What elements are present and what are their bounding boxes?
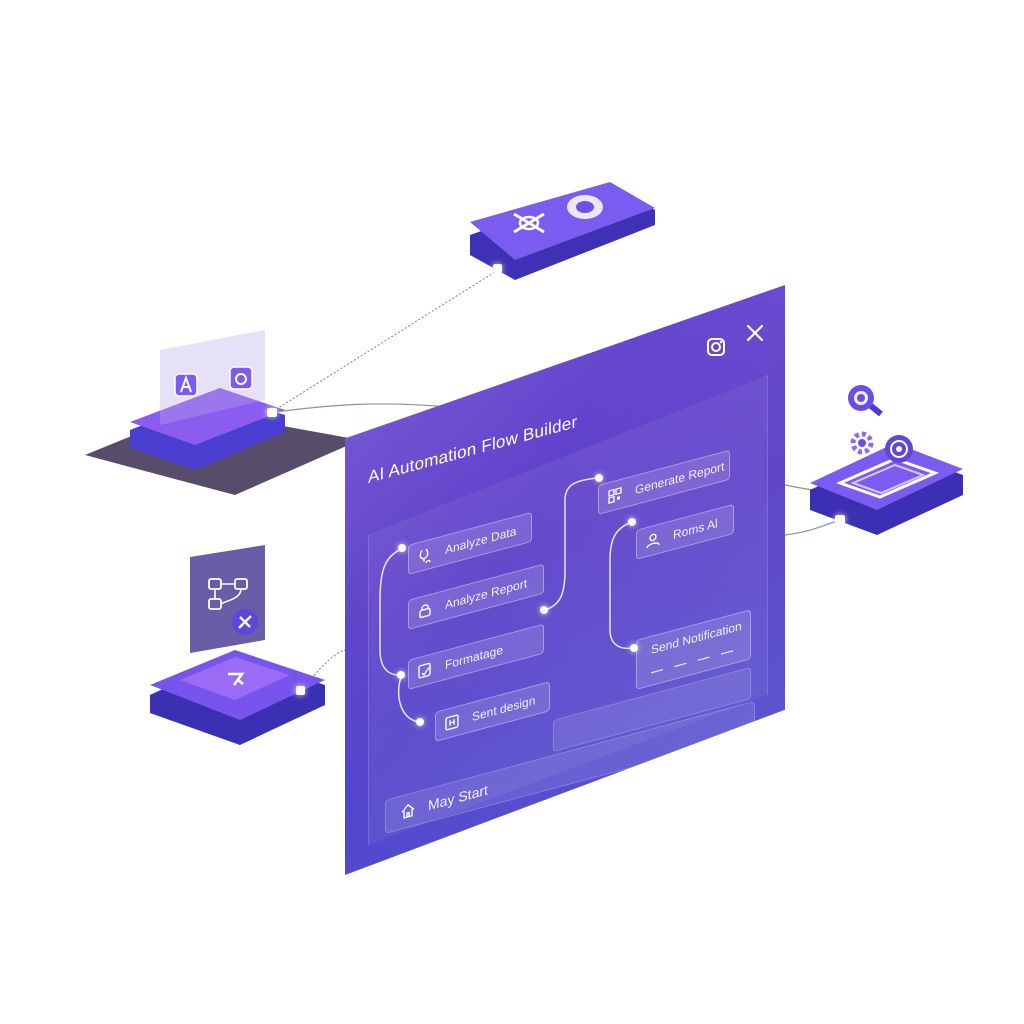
instagram-icon[interactable] [705, 336, 727, 358]
flow-dot [416, 718, 424, 726]
floating-card-left-bottom [150, 545, 335, 750]
tool-icon [230, 607, 260, 637]
flow-node-formatage[interactable]: Formatage [408, 623, 544, 690]
flow-node-sent-design[interactable]: Sent design [435, 681, 550, 742]
connector-dot-top [493, 264, 502, 273]
user-icon [645, 530, 661, 550]
card-top-shape [470, 182, 655, 280]
flow-dot [595, 474, 603, 482]
flow-node-label: Roms Al [673, 516, 718, 543]
qr-icon [607, 485, 623, 505]
connector-dot-left-top [267, 408, 277, 417]
card-left-top-shape [85, 330, 360, 495]
flow-node-analyze-data[interactable]: Analyze Data [408, 511, 532, 575]
flow-node-roms-al[interactable]: Roms Al [636, 503, 734, 560]
flow-dot [397, 671, 405, 679]
lock-icon [417, 600, 433, 620]
wire-left-top-card [274, 403, 461, 413]
flow-dot [630, 644, 638, 652]
flow-dot [628, 518, 636, 526]
cross-flower-icon [510, 210, 548, 236]
connector-dot-left-bottom [296, 686, 305, 695]
flow-node-analyze-report[interactable]: Analyze Report [408, 563, 544, 630]
document-edit-icon [417, 660, 433, 680]
flowchart-icon [205, 575, 255, 615]
letter-a-icon [173, 372, 199, 398]
flow-node-generate-report[interactable]: Generate Report [598, 449, 730, 515]
card-right-shape [810, 443, 963, 535]
flow-start-label: May Start [428, 781, 488, 814]
stethoscope-icon [417, 545, 433, 566]
close-icon[interactable] [744, 322, 766, 344]
flow-dot [398, 544, 406, 552]
chip-icon [883, 433, 915, 465]
floating-card-left-top [85, 330, 365, 500]
connector-dot-right [835, 515, 845, 525]
ring-icon [563, 192, 607, 222]
ai-logo-icon [225, 670, 247, 688]
flow-dot [540, 606, 548, 614]
flow-start-bar[interactable]: May Start [385, 700, 755, 834]
grid-tool-icon [444, 712, 460, 732]
floating-card-top [465, 180, 660, 285]
floating-card-right [805, 375, 970, 540]
cloud-icon [228, 365, 254, 391]
home-icon [400, 801, 416, 821]
wire-left-bottom-card [299, 649, 346, 691]
magnifier-icon [845, 380, 885, 420]
gear-icon [849, 430, 875, 456]
